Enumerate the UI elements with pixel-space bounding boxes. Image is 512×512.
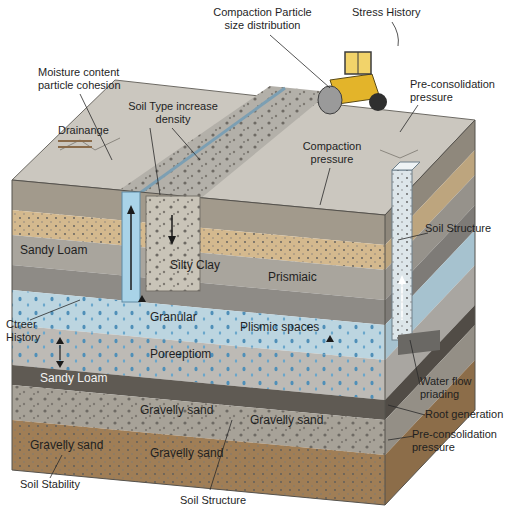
leader-line: [388, 436, 414, 440]
soil-layer: [12, 420, 385, 505]
callout-label: Pre-consolidation pressure: [412, 428, 512, 454]
leader-line: [320, 168, 330, 205]
callout-label: Stress History: [352, 6, 420, 19]
pipe-base: [398, 330, 440, 355]
leader-line: [270, 35, 330, 88]
callout-label: Silty Clay: [170, 258, 220, 272]
callout-label: Ctreer History: [6, 318, 56, 344]
callout-label: Gravelly sand: [250, 413, 323, 427]
drainage-sample-line: [58, 146, 92, 148]
callout-label: Compaction Particle size distribution: [205, 6, 320, 32]
pipe-top: [392, 162, 420, 170]
soil-layer-grain: [12, 420, 385, 505]
roller-cab-frame: [358, 52, 359, 74]
callout-label: Prismiaic: [268, 270, 317, 284]
leader-line: [410, 340, 420, 385]
roller-cab: [345, 52, 371, 74]
surface-crack: [60, 138, 120, 150]
leader-line: [388, 405, 425, 415]
gravel-fill-texture: [146, 196, 200, 291]
callout-label: Gravelly sand: [140, 403, 213, 417]
observation-pipe: [392, 170, 412, 340]
compacted-strip: [118, 86, 330, 199]
callout-label: Sandy Loam: [40, 371, 107, 385]
callout-label: Granular: [150, 310, 197, 324]
observation-pipe-texture: [392, 170, 412, 340]
callout-label: Pre-consolidation pressure: [410, 78, 510, 104]
arrow-head: [168, 236, 176, 245]
flow-arrow: [401, 280, 403, 320]
block-edge: [385, 215, 386, 505]
water-column: [122, 192, 140, 302]
compacted-strip-gravel: [118, 86, 330, 199]
callout-label: Poreeptiom: [150, 347, 211, 361]
leader-lines: [30, 22, 428, 490]
roller-wheel: [369, 93, 387, 111]
arrow-head: [138, 295, 146, 302]
roller-drum: [318, 86, 342, 114]
flow-arrow: [130, 210, 132, 290]
arrow-head: [56, 337, 64, 344]
callout-label: Gravelly sand: [150, 446, 223, 460]
leader-line: [398, 233, 428, 240]
leader-line: [30, 300, 80, 320]
leader-line: [150, 128, 160, 195]
drainage-sample-line: [58, 140, 92, 142]
flow-arrow: [59, 345, 60, 360]
leader-line: [50, 455, 62, 478]
leader-line: [172, 128, 200, 160]
road-roller: [318, 52, 387, 114]
block-outline: [12, 120, 475, 505]
callout-label: Soil Structure: [425, 222, 491, 235]
callout-label: Compaction pressure: [292, 140, 372, 166]
callout-label: Soil Stability: [20, 478, 80, 491]
callout-label: Drainange: [58, 124, 109, 137]
leader-line: [400, 105, 418, 132]
callout-label: Gravelly sand: [30, 438, 103, 452]
callout-label: Moisture content particle cohesion: [38, 66, 138, 92]
arrow-head: [326, 335, 334, 342]
arrow-head: [398, 275, 406, 284]
callout-label: Soil Structure: [180, 494, 246, 507]
callout-label: Soil Type increase density: [128, 100, 218, 126]
arrow-head: [56, 361, 64, 368]
callout-label: Sandy Loam: [20, 243, 87, 257]
arrow-head: [127, 205, 135, 214]
callout-label: Plismic spaces: [240, 320, 319, 334]
surface-crack: [380, 150, 418, 158]
gravel-fill-column: [146, 196, 200, 291]
callout-label: Water flow priading: [420, 375, 490, 401]
callout-label: Root generation: [425, 408, 503, 421]
leader-line: [392, 22, 398, 46]
